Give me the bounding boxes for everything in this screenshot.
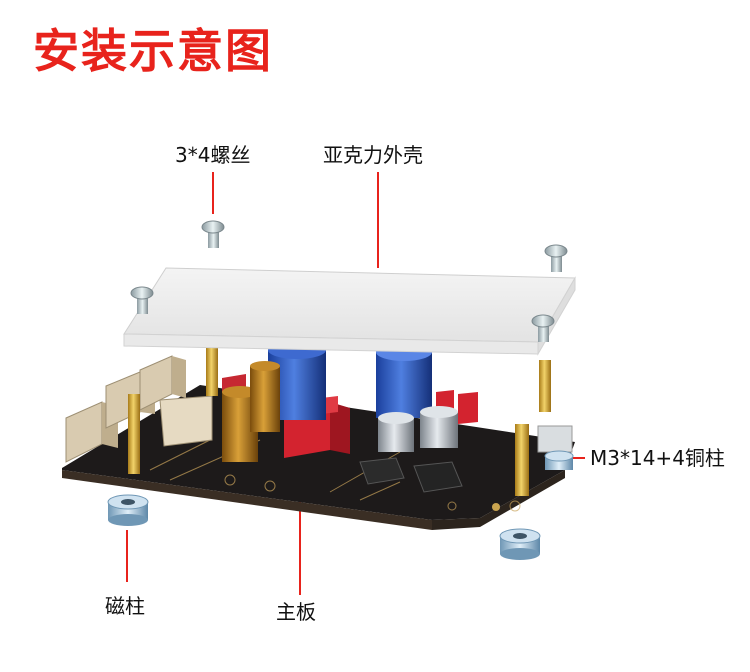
acrylic-case-label: 亚克力外壳 — [323, 145, 423, 165]
magnetic-post-label: 磁柱 — [105, 596, 145, 616]
magnetic-post-2 — [500, 529, 540, 560]
screw-1 — [202, 221, 224, 248]
magnetic-post-1 — [108, 495, 148, 526]
copper-pillar-label: M3*14+4铜柱 — [590, 448, 725, 468]
acrylic-case — [124, 268, 575, 354]
screw-2 — [545, 245, 567, 272]
screw-label: 3*4螺丝 — [175, 145, 250, 165]
magnetic-post-3 — [545, 451, 573, 470]
main-board-label: 主板 — [276, 602, 316, 622]
